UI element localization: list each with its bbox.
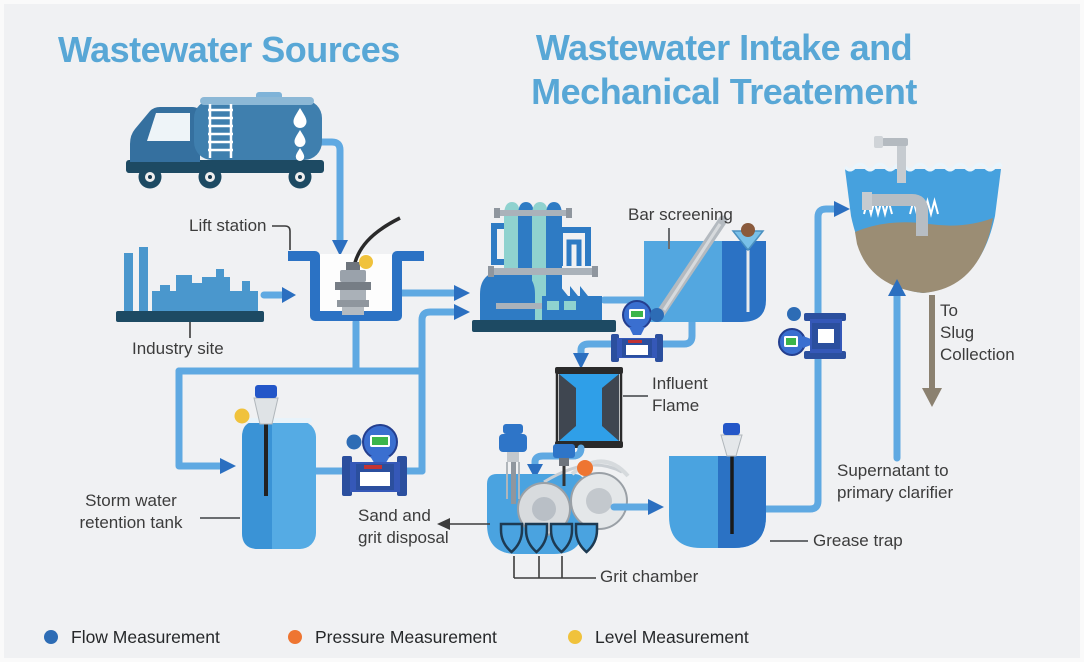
label-pointer [189, 225, 808, 579]
level-sensor-icon [731, 223, 765, 312]
grit-chamber-icon [487, 424, 630, 554]
tank-ladder [208, 104, 233, 158]
sludge-arrow [922, 295, 942, 407]
pipe-network [527, 444, 585, 479]
level-sensor-icon [253, 385, 279, 496]
grease-trap-icon [669, 423, 766, 548]
level-measurement-dot [568, 630, 582, 644]
flow-meter-icon [778, 313, 846, 359]
treatment-plant-icon [472, 202, 616, 332]
industry-site-icon [116, 247, 264, 322]
flow-measurement-dot [346, 434, 362, 450]
influent-flame-icon [555, 367, 623, 448]
submersible-pump-icon [335, 262, 371, 315]
tanker-truck-icon [126, 92, 324, 189]
level-measurement-dot [359, 255, 373, 269]
lift-station-icon [288, 216, 424, 321]
storm-tank-icon [242, 385, 316, 549]
bar-screening-icon [644, 215, 766, 322]
intake-title: Wastewater Intake and Mechanical Treatem… [531, 27, 917, 112]
to-slug-collection-label: To Slug Collection [940, 301, 1015, 365]
supernatant-label: Supernatant to primary clarifier [837, 461, 954, 503]
grit-funnels [499, 522, 599, 554]
flow-meter-icon [611, 300, 663, 362]
flow-meter-icon [342, 424, 407, 496]
pressure-measurement-dot [288, 630, 302, 644]
diagram-graphics [116, 92, 1003, 579]
flow-measurement-dot [787, 307, 801, 321]
lift-station-label: Lift station [189, 216, 267, 235]
legend-item-level: Level Measurement [568, 626, 749, 648]
legend-item-flow: Flow Measurement [44, 626, 220, 648]
pressure-sensor-icon [553, 444, 575, 486]
industry-site-label: Industry site [132, 339, 224, 358]
flow-measurement-dot [44, 630, 58, 644]
truck-wheels [138, 165, 312, 189]
legend-label: Level Measurement [595, 626, 749, 647]
legend-item-pressure: Pressure Measurement [288, 626, 497, 648]
level-measurement-dot [234, 408, 250, 424]
droplet-icons [293, 108, 307, 161]
pipe-network [610, 499, 664, 515]
level-sensor-icon [499, 424, 527, 504]
bar-screening-label: Bar screening [628, 205, 733, 224]
sources-title: Wastewater Sources [58, 29, 400, 70]
legend-label: Flow Measurement [71, 626, 220, 647]
clarifier-icon [843, 136, 1003, 407]
sand-grit-disposal-label: Sand and grit disposal [358, 506, 449, 548]
pressure-measurement-dot [577, 460, 593, 476]
measurement-dots [234, 255, 801, 476]
pipe-network [888, 279, 906, 462]
level-sensor-icon [720, 423, 743, 534]
legend-label: Pressure Measurement [315, 626, 497, 647]
grease-trap-label: Grease trap [813, 531, 903, 550]
clarifier-pipe [862, 136, 928, 236]
grit-chamber-label: Grit chamber [600, 567, 699, 586]
influent-flame-label: Influent Flame [652, 374, 708, 416]
flow-measurement-dot [650, 308, 664, 322]
storm-tank-label: Storm water retention tank [79, 491, 183, 533]
